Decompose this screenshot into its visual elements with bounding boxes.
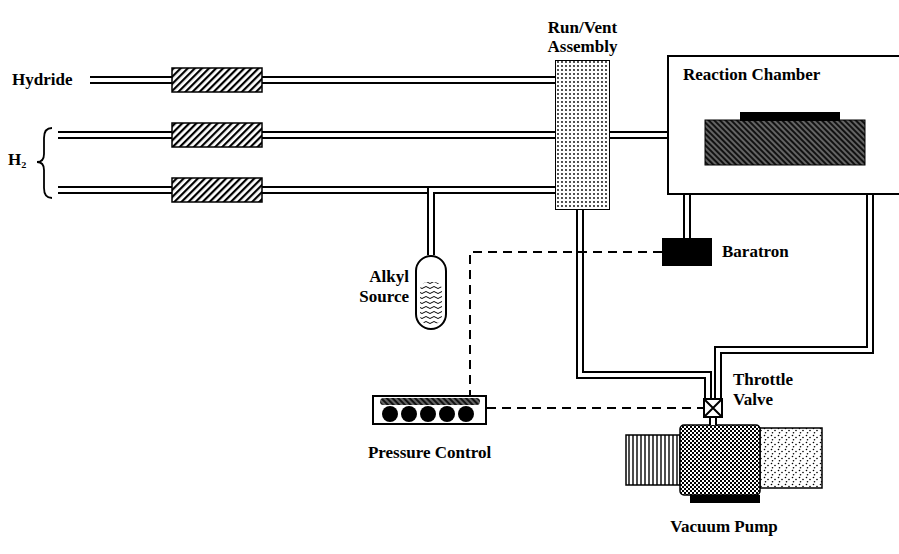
pipe-wall [683,195,691,238]
baratron-gauge: Baratron [662,238,712,266]
node-label: Vacuum Pump [670,517,778,537]
pipe-wall [58,80,555,190]
signal-line [470,252,662,395]
gas-pipes [58,80,555,190]
mass-flow-controller [172,68,262,92]
node-label: Alkyl Source [347,267,409,306]
controller-knob [401,406,417,422]
pump-housing [760,428,822,488]
pressure-control-internals [380,398,480,422]
controller-knob [420,406,436,422]
reaction-chamber: Reaction Chamber [667,55,899,195]
controller-knob [458,406,474,422]
pipe-wall [718,195,870,398]
alkyl-liquid [420,282,442,324]
line-label: Hydride [12,70,72,90]
controller-bar [380,398,480,405]
pump-base [690,495,760,503]
pressure-controller: Pressure Control [372,395,487,425]
signal-dash [487,407,703,409]
pipe-bore [431,190,555,255]
throttle-valve: Throttle Valve [703,398,723,418]
node-label: Run/Vent Assembly [523,18,643,57]
pipe-bore [718,195,870,398]
line-label: H₂ [8,150,26,170]
mass-flow-controllers [172,68,262,202]
node-label: Reaction Chamber [669,57,834,93]
pipe-bore [685,195,689,238]
gas-line [431,190,555,255]
pipe-wall [709,418,717,425]
pipe-wall [431,190,555,255]
pump-head [680,425,760,495]
gas-line [718,195,870,398]
pump-motor [626,435,680,485]
signal-line [487,408,703,409]
pipe-bore [711,418,715,425]
pipe-bore [610,133,667,137]
vacuum-pump-body [626,425,822,503]
run-vent-fill [556,61,609,209]
mass-flow-controller [172,123,262,147]
run-vent-assembly: Run/Vent Assembly [555,60,610,210]
node-label: Pressure Control [368,443,491,463]
node-label: Baratron [722,242,789,262]
gas-line [687,195,688,238]
gas-line [713,418,714,425]
signal-dash [470,252,662,395]
pipe-wall [610,131,667,139]
mass-flow-controller [172,178,262,202]
alkyl-bubbler: Alkyl Source [415,255,447,330]
vacuum-pump: Vacuum Pump [626,425,822,503]
brace [37,128,52,198]
controller-knob [439,406,455,422]
valve-cross [704,399,722,417]
pipe-bore [58,80,555,190]
gas-line [610,135,667,136]
susceptor [705,120,865,165]
controller-knob [382,406,398,422]
wafer [740,112,840,121]
node-label: Throttle Valve [733,370,805,409]
